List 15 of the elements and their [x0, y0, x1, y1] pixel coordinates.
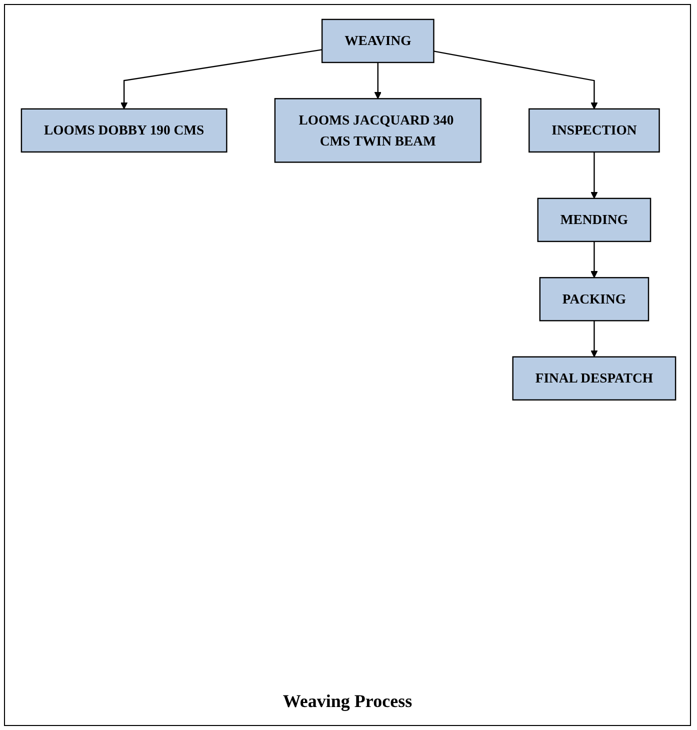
arrow: [374, 62, 382, 99]
arrow: [120, 49, 322, 110]
node-box: [20, 108, 228, 153]
arrow: [590, 241, 598, 278]
node-box: [528, 108, 660, 153]
arrow: [590, 320, 598, 358]
arrow: [434, 50, 598, 110]
node-box: [512, 356, 676, 401]
node-box: [321, 18, 434, 64]
caption: Weaving Process: [282, 691, 412, 711]
node-box: [274, 98, 482, 163]
node-box: [537, 198, 652, 242]
arrow: [590, 152, 598, 199]
node-box: [539, 277, 650, 322]
flowchart: WEAVING LOOMS DOBBY 190 CMS LOOMS JACQUARD 340 CMS TWIN BEAM INSPECTION MENDING PACKING FINAL DESPATCH: [15, 13, 682, 406]
